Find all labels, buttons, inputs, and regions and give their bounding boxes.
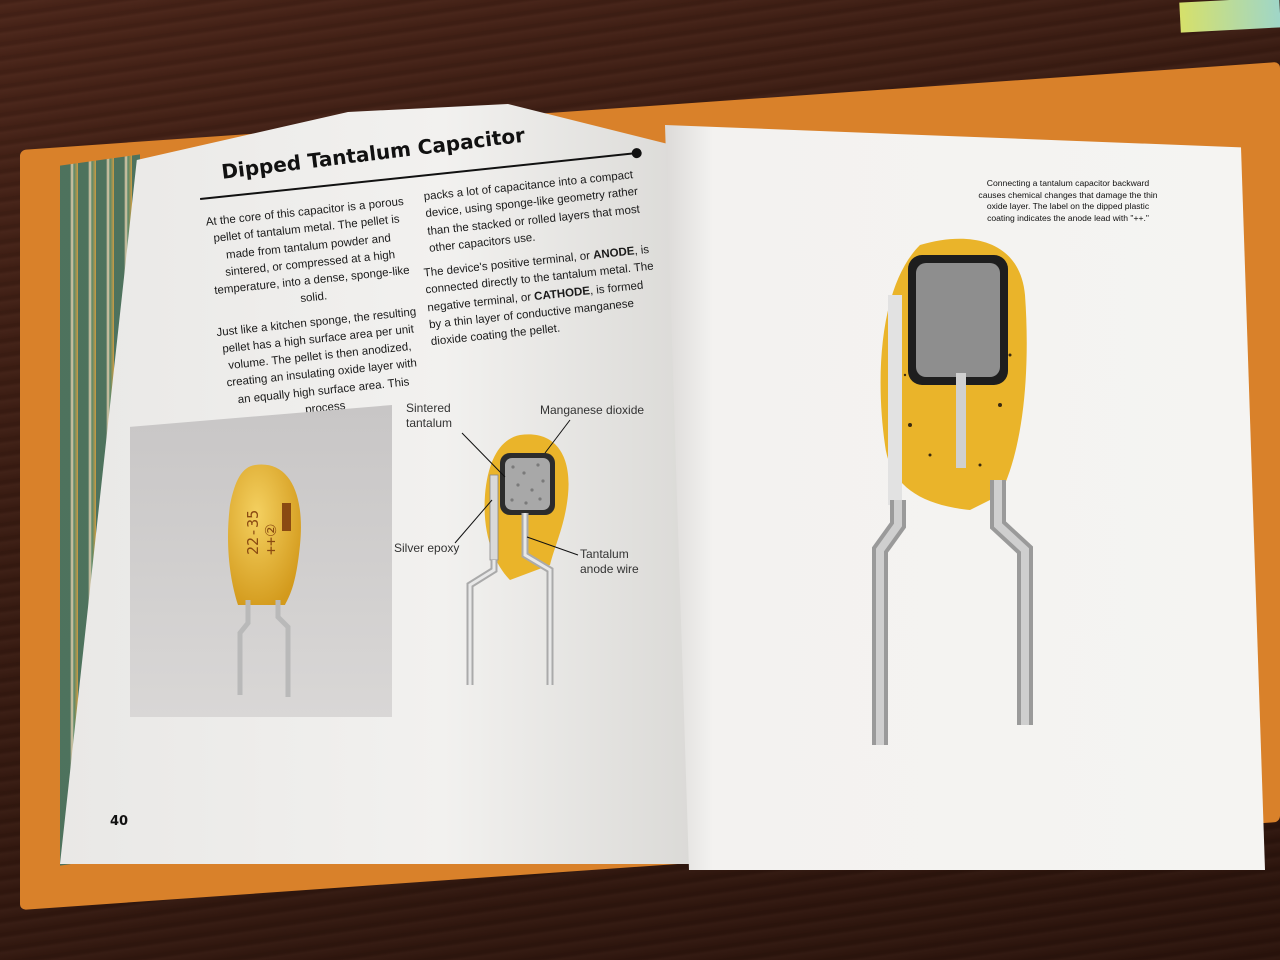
label-manganese-dioxide: Manganese dioxide bbox=[540, 403, 645, 417]
label-sintered-line1: Sintered bbox=[406, 401, 451, 415]
paragraph-core: At the core of this capacitor is a porou… bbox=[205, 195, 411, 306]
page-number: 40 bbox=[110, 814, 129, 829]
body-column-1: At the core of this capacitor is a porou… bbox=[202, 194, 429, 435]
cutaway-capacitor-photo bbox=[850, 225, 1110, 755]
body-column-2: packs a lot of capacitance into a compac… bbox=[415, 166, 661, 358]
label-anode-wire: Tantalum anode wire bbox=[580, 547, 639, 577]
cutaway-illustration bbox=[872, 238, 1033, 745]
capacitor-marking-polarity: ++② bbox=[262, 523, 280, 555]
label-anode-wire-line2: anode wire bbox=[580, 562, 639, 576]
capacitor-marking-value: 22-35 bbox=[244, 510, 262, 555]
sticky-note bbox=[1179, 0, 1280, 33]
cross-section-illustration bbox=[454, 419, 579, 685]
label-silver-epoxy: Silver epoxy bbox=[394, 541, 460, 555]
cross-section-diagram: Sintered tantalum Manganese dioxide Silv… bbox=[394, 395, 660, 695]
label-sintered-tantalum: Sintered tantalum bbox=[406, 401, 452, 431]
photo-caption: Connecting a tantalum capacitor backward… bbox=[978, 178, 1158, 223]
term-cathode: CATHODE bbox=[533, 284, 591, 303]
capacitor-photo-illustration: 22-35 ++② bbox=[227, 464, 301, 697]
term-anode: ANODE bbox=[592, 245, 636, 262]
capacitor-photo: 22-35 ++② bbox=[130, 405, 392, 717]
paragraph-terminals: The device's positive terminal, or ANODE… bbox=[423, 242, 661, 352]
polarity-stripe bbox=[282, 503, 291, 531]
label-sintered-line2: tantalum bbox=[406, 416, 453, 430]
paragraph-sponge: Just like a kitchen sponge, the resultin… bbox=[215, 305, 418, 416]
label-anode-wire-line1: Tantalum bbox=[580, 547, 629, 561]
